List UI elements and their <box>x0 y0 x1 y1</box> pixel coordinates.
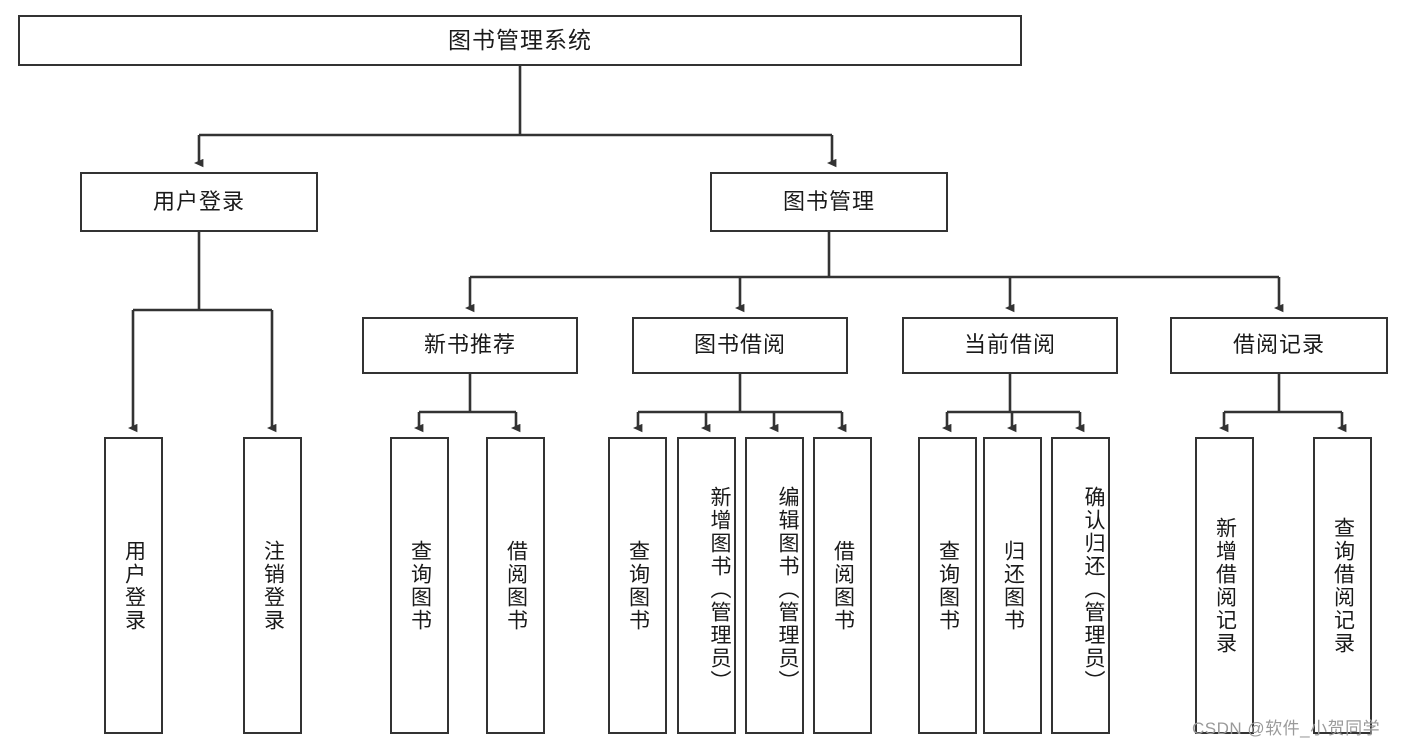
node-label: 借阅图书 <box>831 539 855 632</box>
node-label: 查询借阅记录 <box>1331 516 1355 655</box>
node-borrow-record[interactable]: 借阅记录 <box>1170 317 1388 374</box>
node-leaf-edit-book[interactable]: 编辑图书（管理员） <box>745 437 804 734</box>
watermark-text: CSDN @软件_小贺同学 <box>1192 719 1381 738</box>
node-root-system[interactable]: 图书管理系统 <box>18 15 1022 66</box>
node-label: 新书推荐 <box>423 332 516 358</box>
node-user-login[interactable]: 用户登录 <box>80 172 318 232</box>
node-label: 用户登录 <box>122 539 146 632</box>
node-label: 图书管理 <box>782 188 875 214</box>
node-label: 查询图书 <box>936 539 960 632</box>
node-leaf-query-book-1[interactable]: 查询图书 <box>390 437 449 734</box>
node-label: 图书借阅 <box>693 332 786 358</box>
node-label: 新增借阅记录 <box>1213 516 1237 655</box>
node-leaf-confirm-return[interactable]: 确认归还（管理员） <box>1051 437 1110 734</box>
node-label: 当前借阅 <box>963 332 1056 358</box>
node-label: 确认归还（管理员） <box>1082 486 1105 693</box>
node-leaf-query-book-2[interactable]: 查询图书 <box>608 437 667 734</box>
node-label: 图书管理系统 <box>448 26 592 53</box>
node-label: 借阅记录 <box>1232 332 1325 358</box>
node-leaf-query-record[interactable]: 查询借阅记录 <box>1313 437 1372 734</box>
node-leaf-user-login[interactable]: 用户登录 <box>104 437 163 734</box>
node-leaf-add-record[interactable]: 新增借阅记录 <box>1195 437 1254 734</box>
node-label: 归还图书 <box>1001 539 1025 632</box>
node-leaf-borrow-book-1[interactable]: 借阅图书 <box>486 437 545 734</box>
node-label: 查询图书 <box>408 539 432 632</box>
node-book-borrow[interactable]: 图书借阅 <box>632 317 848 374</box>
node-label: 注销登录 <box>261 539 285 632</box>
node-label: 新增图书（管理员） <box>708 486 731 693</box>
node-leaf-user-logout[interactable]: 注销登录 <box>243 437 302 734</box>
node-label: 借阅图书 <box>504 539 528 632</box>
node-leaf-return-book[interactable]: 归还图书 <box>983 437 1042 734</box>
node-leaf-borrow-book-2[interactable]: 借阅图书 <box>813 437 872 734</box>
node-current-borrow[interactable]: 当前借阅 <box>902 317 1118 374</box>
node-leaf-add-book[interactable]: 新增图书（管理员） <box>677 437 736 734</box>
node-label: 编辑图书（管理员） <box>776 486 799 693</box>
node-leaf-query-book-3[interactable]: 查询图书 <box>918 437 977 734</box>
node-book-manage[interactable]: 图书管理 <box>710 172 948 232</box>
node-label: 查询图书 <box>626 539 650 632</box>
node-new-book-recommend[interactable]: 新书推荐 <box>362 317 578 374</box>
node-label: 用户登录 <box>152 188 245 214</box>
